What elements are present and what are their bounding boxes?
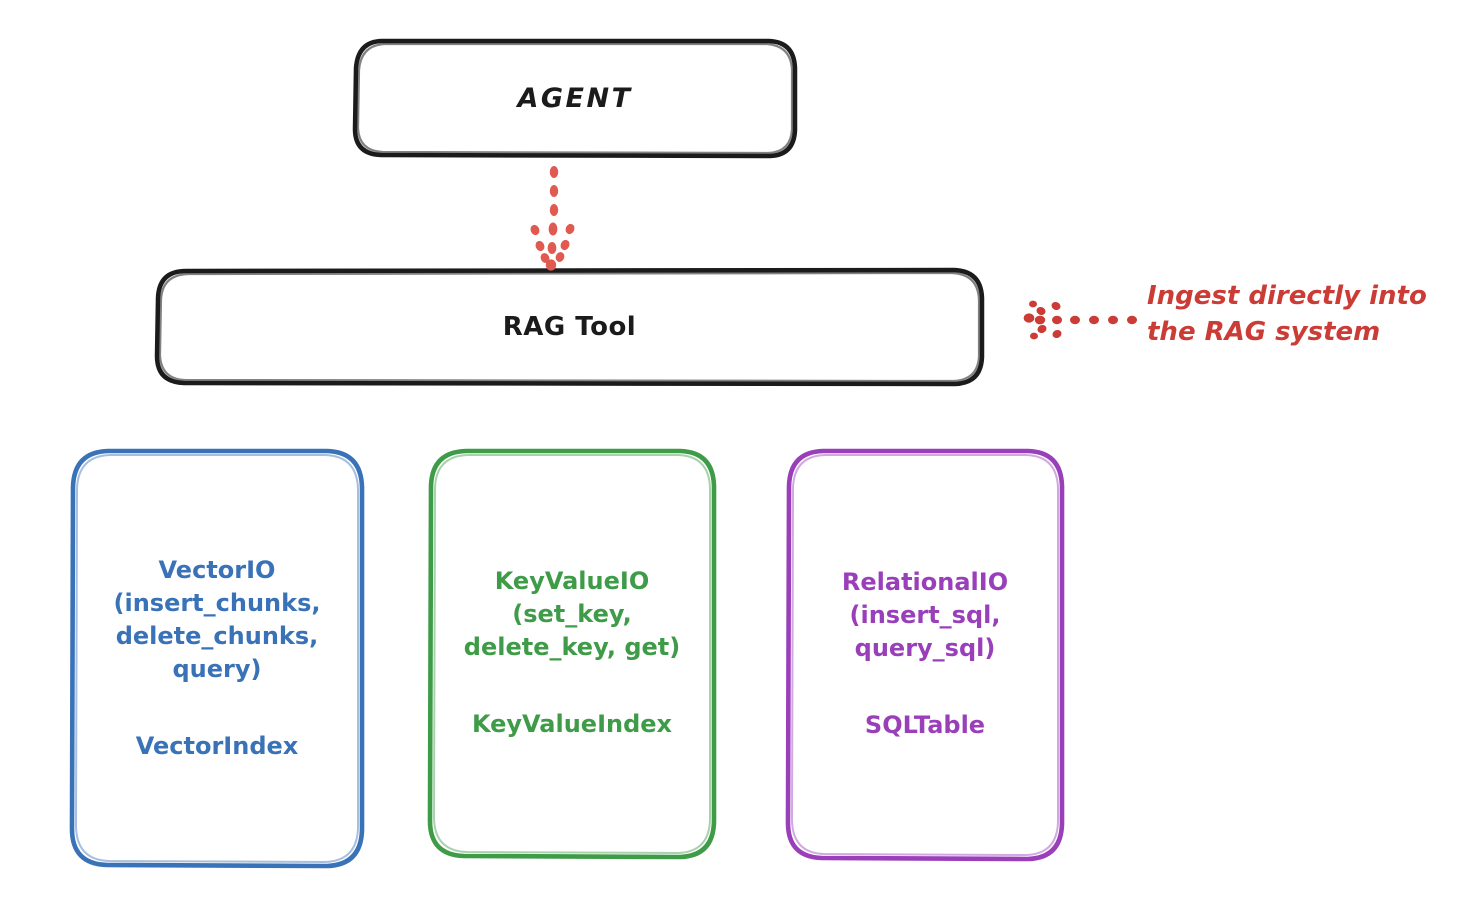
vector-index-label: VectorIndex — [135, 731, 299, 760]
relational-io-node[interactable]: RelationalIO (insert_sql, query_sql) SQL… — [788, 450, 1062, 858]
relational-io-api-label: RelationalIO (insert_sql, query_sql) — [841, 568, 1009, 662]
vector-io-node[interactable]: VectorIO (insert_chunks, delete_chunks, … — [72, 450, 362, 866]
key-value-io-node[interactable]: KeyValueIO (set_key, delete_key, get) Ke… — [430, 450, 714, 856]
agent-label: AGENT — [517, 82, 633, 114]
key-value-io-api-label: KeyValueIO (set_key, delete_key, get) — [463, 567, 681, 661]
rag-tool-label: RAG Tool — [502, 312, 637, 342]
key-value-index-label: KeyValueIndex — [471, 710, 673, 738]
ingest-annotation-label: Ingest directly into the RAG system — [1147, 281, 1427, 347]
agent-node[interactable]: AGENT — [355, 40, 795, 156]
ingest-to-rag-tool-connector — [1023, 300, 1137, 340]
vector-io-api-label: VectorIO (insert_chunks, delete_chunks, … — [113, 555, 321, 683]
rag-tool-node[interactable]: RAG Tool — [157, 270, 982, 384]
sql-table-label: SQLTable — [864, 711, 986, 739]
agent-to-rag-tool-connector — [530, 166, 575, 271]
